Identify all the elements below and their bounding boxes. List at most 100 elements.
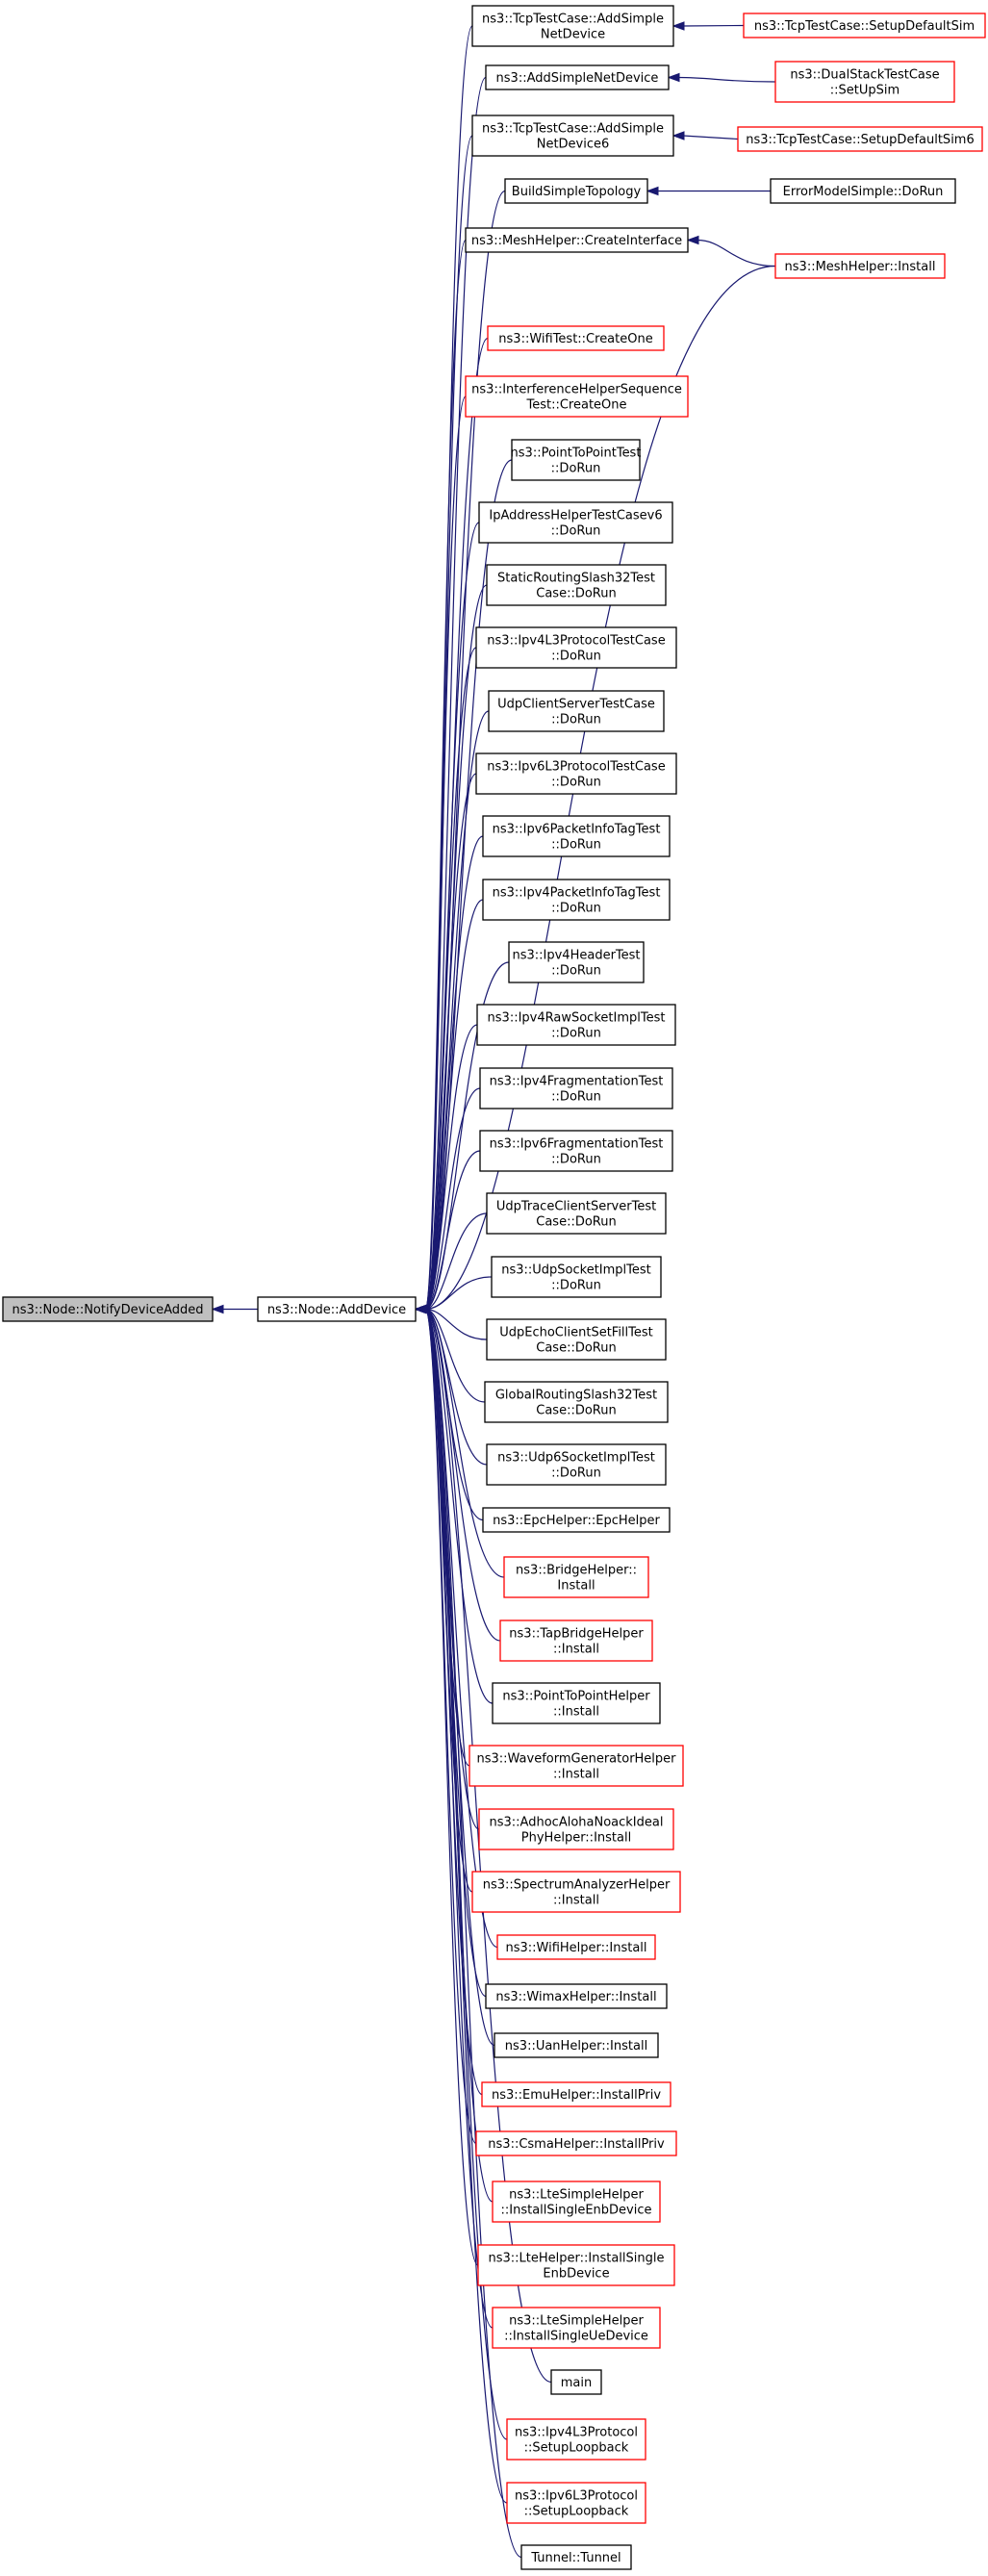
node-c27[interactable]: ns3::TapBridgeHelper::Install — [499, 1620, 653, 1662]
node-c11[interactable]: ns3::Ipv4L3ProtocolTestCase::DoRun — [475, 626, 677, 669]
node-label-c42-line-0: ns3::Ipv6L3Protocol — [515, 2489, 638, 2504]
node-d4[interactable]: ErrorModelSimple::DoRun — [770, 178, 956, 204]
node-label-c4-line-0: BuildSimpleTopology — [512, 185, 642, 199]
node-c1[interactable]: ns3::TcpTestCase::AddSimpleNetDevice — [471, 5, 674, 47]
node-d2[interactable]: ns3::DualStackTestCase::SetUpSim — [774, 61, 955, 103]
node-c12[interactable]: UdpClientServerTestCase::DoRun — [488, 690, 665, 732]
node-label-c16-line-1: ::DoRun — [551, 964, 601, 979]
node-box-c37 — [492, 2181, 661, 2223]
node-box-notify — [2, 1296, 214, 1322]
node-label-c42-line-1: ::SetupLoopback — [524, 2505, 629, 2519]
node-c43[interactable]: Tunnel::Tunnel — [520, 2544, 632, 2570]
edge-c26-to-adddevice — [424, 1308, 505, 1578]
node-c24[interactable]: ns3::Udp6SocketImplTest::DoRun — [486, 1443, 667, 1486]
node-d3[interactable]: ns3::TcpTestCase::SetupDefaultSim6 — [737, 126, 983, 152]
node-c4[interactable]: BuildSimpleTopology — [504, 178, 648, 204]
node-d5[interactable]: ns3::MeshHelper::Install — [774, 253, 946, 279]
node-c15[interactable]: ns3::Ipv4PacketInfoTagTest::DoRun — [482, 879, 671, 921]
node-c41[interactable]: ns3::Ipv4L3Protocol::SetupLoopback — [506, 2418, 646, 2461]
node-label-c11-line-0: ns3::Ipv4L3ProtocolTestCase — [487, 634, 665, 649]
node-box-c31 — [471, 1871, 681, 1913]
node-c34[interactable]: ns3::UanHelper::Install — [494, 2032, 659, 2058]
node-c21[interactable]: ns3::UdpSocketImplTest::DoRun — [491, 1256, 662, 1298]
node-c42[interactable]: ns3::Ipv6L3Protocol::SetupLoopback — [506, 2482, 646, 2524]
node-label-c8-line-1: ::DoRun — [551, 462, 601, 476]
node-c8[interactable]: ns3::PointToPointTest::DoRun — [511, 439, 642, 481]
node-c19[interactable]: ns3::Ipv6FragmentationTest::DoRun — [479, 1130, 673, 1172]
edge-c14-to-adddevice — [424, 835, 484, 1311]
node-label-c27-line-1: ::Install — [553, 1643, 599, 1657]
node-label-c37-line-1: ::InstallSingleEnbDevice — [500, 2204, 651, 2218]
node-label-d3-line-0: ns3::TcpTestCase::SetupDefaultSim6 — [746, 133, 975, 147]
node-c36[interactable]: ns3::CsmaHelper::InstallPriv — [475, 2130, 677, 2156]
node-c32[interactable]: ns3::WifiHelper::Install — [496, 1934, 656, 1960]
node-box-c3 — [471, 115, 674, 157]
node-label-c21-line-0: ns3::UdpSocketImplTest — [501, 1263, 651, 1278]
node-box-c6 — [487, 325, 665, 351]
node-label-c41-line-0: ns3::Ipv4L3Protocol — [515, 2426, 638, 2440]
node-label-c29-line-1: ::Install — [553, 1768, 599, 1782]
node-label-c28-line-0: ns3::PointToPointHelper — [502, 1690, 650, 1704]
node-c38[interactable]: ns3::LteHelper::InstallSingleEnbDevice — [477, 2244, 675, 2286]
node-c7[interactable]: ns3::InterferenceHelperSequenceTest::Cre… — [465, 375, 689, 418]
node-label-c16-line-0: ns3::Ipv4HeaderTest — [512, 949, 640, 963]
node-box-c40 — [550, 2369, 602, 2395]
node-box-c41 — [506, 2418, 646, 2461]
node-box-adddevice — [257, 1296, 417, 1322]
node-label-d2-line-1: ::SetUpSim — [830, 84, 899, 98]
node-label-c32-line-0: ns3::WifiHelper::Install — [505, 1941, 646, 1955]
node-c6[interactable]: ns3::WifiTest::CreateOne — [487, 325, 665, 351]
node-c29[interactable]: ns3::WaveformGeneratorHelper::Install — [469, 1745, 684, 1787]
node-c37[interactable]: ns3::LteSimpleHelper::InstallSingleEnbDe… — [492, 2181, 661, 2223]
node-label-d4-line-0: ErrorModelSimple::DoRun — [783, 185, 944, 199]
node-c40[interactable]: main — [550, 2369, 602, 2395]
node-box-c27 — [499, 1620, 653, 1662]
node-c17[interactable]: ns3::Ipv4RawSocketImplTest::DoRun — [476, 1004, 676, 1046]
node-c18[interactable]: ns3::Ipv4FragmentationTest::DoRun — [479, 1067, 673, 1109]
node-c39[interactable]: ns3::LteSimpleHelper::InstallSingleUeDev… — [492, 2307, 661, 2349]
node-c5[interactable]: ns3::MeshHelper::CreateInterface — [465, 227, 689, 253]
node-c14[interactable]: ns3::Ipv6PacketInfoTagTest::DoRun — [482, 815, 671, 857]
node-label-c6-line-0: ns3::WifiTest::CreateOne — [498, 332, 652, 346]
arrowhead-c2 — [667, 72, 680, 83]
node-c2[interactable]: ns3::AddSimpleNetDevice — [485, 64, 670, 90]
node-label-c30-line-1: PhyHelper::Install — [521, 1831, 631, 1846]
node-c33[interactable]: ns3::WimaxHelper::Install — [485, 1983, 668, 2009]
node-c25[interactable]: ns3::EpcHelper::EpcHelper — [482, 1507, 671, 1533]
node-c26[interactable]: ns3::BridgeHelper::Install — [503, 1556, 649, 1598]
node-c30[interactable]: ns3::AdhocAlohaNoackIdealPhyHelper::Inst… — [478, 1808, 674, 1850]
node-c9[interactable]: IpAddressHelperTestCasev6::DoRun — [478, 501, 673, 544]
node-box-c15 — [482, 879, 671, 921]
node-c28[interactable]: ns3::PointToPointHelper::Install — [492, 1682, 661, 1724]
node-label-c7-line-0: ns3::InterferenceHelperSequence — [471, 383, 682, 397]
node-box-c43 — [520, 2544, 632, 2570]
node-box-c32 — [496, 1934, 656, 1960]
node-box-c42 — [506, 2482, 646, 2524]
node-label-c41-line-1: ::SetupLoopback — [524, 2441, 629, 2456]
node-label-c13-line-1: ::DoRun — [551, 776, 601, 790]
node-box-c36 — [475, 2130, 677, 2156]
node-box-c18 — [479, 1067, 673, 1109]
node-label-c8-line-0: ns3::PointToPointTest — [511, 446, 642, 461]
node-c31[interactable]: ns3::SpectrumAnalyzerHelper::Install — [471, 1871, 681, 1913]
node-c35[interactable]: ns3::EmuHelper::InstallPriv — [481, 2081, 671, 2107]
node-label-c30-line-0: ns3::AdhocAlohaNoackIdeal — [490, 1816, 664, 1830]
node-adddevice[interactable]: ns3::Node::AddDevice — [257, 1296, 417, 1322]
node-label-c38-line-1: EnbDevice — [543, 2267, 609, 2282]
node-label-c22-line-1: Case::DoRun — [536, 1341, 616, 1356]
node-label-c38-line-0: ns3::LteHelper::InstallSingle — [489, 2252, 665, 2266]
edge-c3-to-adddevice — [424, 135, 473, 1311]
node-label-c43-line-0: Tunnel::Tunnel — [530, 2551, 621, 2565]
node-c16[interactable]: ns3::Ipv4HeaderTest::DoRun — [508, 941, 645, 983]
node-label-c18-line-0: ns3::Ipv4FragmentationTest — [490, 1075, 664, 1089]
node-label-c34-line-0: ns3::UanHelper::Install — [505, 2039, 647, 2053]
node-label-c13-line-0: ns3::Ipv6L3ProtocolTestCase — [487, 760, 665, 775]
node-d1[interactable]: ns3::TcpTestCase::SetupDefaultSim — [743, 13, 986, 38]
node-c13[interactable]: ns3::Ipv6L3ProtocolTestCase::DoRun — [475, 752, 677, 795]
